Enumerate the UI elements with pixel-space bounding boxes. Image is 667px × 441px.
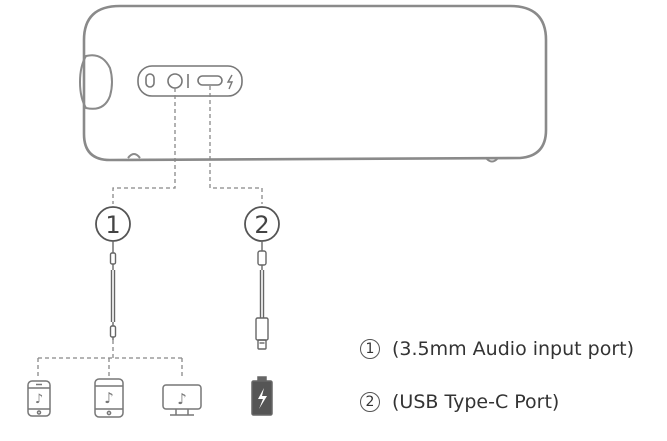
svg-text:♪: ♪ [104, 389, 114, 407]
monitor-music-icon: ♪ [162, 384, 202, 416]
marker-2: 2 [244, 206, 280, 242]
svg-text:♪: ♪ [35, 392, 43, 407]
lightning-icon [226, 74, 234, 90]
legend-item-usbc-port: 2 (USB Type-C Port) [360, 387, 634, 417]
marker-1-text: 1 [105, 211, 120, 239]
speaker-body [78, 4, 548, 163]
legend-marker-2: 2 [360, 392, 380, 412]
usbc-port [197, 75, 223, 86]
svg-text:♪: ♪ [177, 390, 187, 408]
usb-cable [255, 241, 269, 350]
port-panel [137, 65, 243, 97]
audio-cable [109, 241, 117, 340]
legend-label-usbc-port: (USB Type-C Port) [392, 391, 560, 413]
legend-item-audio-port: 1 (3.5mm Audio input port) [360, 334, 634, 364]
phone-music-icon: ♪ [27, 380, 51, 417]
audio-jack [167, 73, 183, 89]
marker-1: 1 [95, 206, 131, 242]
battery-icon [251, 376, 273, 416]
status-light [145, 73, 155, 88]
legend-marker-1: 1 [360, 339, 380, 359]
callout-legend: 1 (3.5mm Audio input port) 2 (USB Type-C… [360, 334, 634, 440]
legend-label-audio-port: (3.5mm Audio input port) [392, 338, 634, 360]
marker-2-text: 2 [254, 211, 269, 239]
dashed-connectors [37, 86, 263, 376]
tablet-music-icon: ♪ [94, 378, 124, 418]
